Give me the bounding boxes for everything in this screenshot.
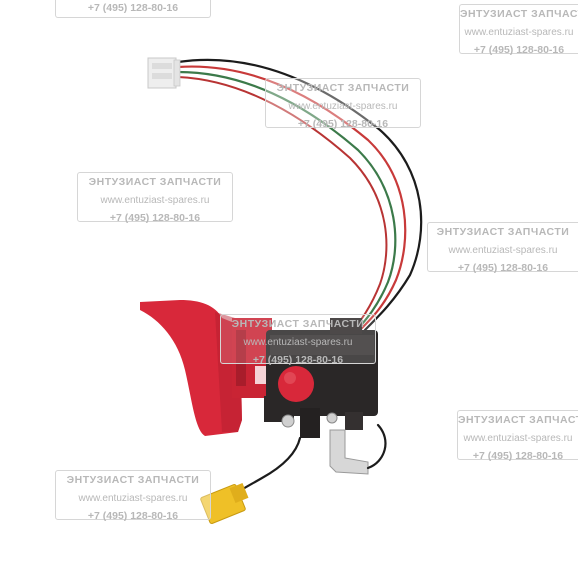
watermark-center-trigger: ЭНТУЗИАСТ ЗАПЧАСТИ www.entuziast-spares.…: [220, 314, 376, 366]
watermark-right-bottom: ЭНТУЗИАСТ ЗАПЧАСТИ www.entuziast-spares.…: [457, 410, 578, 462]
watermark-center-top: ЭНТУЗИАСТ ЗАПЧАСТИ www.entuziast-spares.…: [265, 78, 421, 130]
watermark-left-middle: ЭНТУЗИАСТ ЗАПЧАСТИ www.entuziast-spares.…: [77, 172, 233, 224]
white-connector: [147, 57, 181, 89]
wire-red: [176, 65, 407, 332]
wire-red-2: [177, 76, 388, 335]
wire-black: [176, 58, 423, 332]
watermark-top-right: ЭНТУЗИАСТ ЗАПЧАСТИ www.entuziast-spares.…: [459, 4, 578, 56]
yellow-connector: [200, 482, 249, 524]
metal-terminal: [329, 429, 369, 475]
wire-bundle: [176, 58, 423, 335]
watermark-top-left: ЭНТУЗИАСТ ЗАПЧАСТИ www.entuziast-spares.…: [55, 0, 211, 18]
lead-wire-loop: [366, 423, 387, 470]
watermark-right-middle: ЭНТУЗИАСТ ЗАПЧАСТИ www.entuziast-spares.…: [427, 222, 578, 274]
watermark-bottom-left: ЭНТУЗИАСТ ЗАПЧАСТИ www.entuziast-spares.…: [55, 470, 211, 522]
wire-green: [176, 70, 397, 334]
red-lock-button: [278, 366, 314, 402]
red-trigger: [140, 300, 277, 436]
